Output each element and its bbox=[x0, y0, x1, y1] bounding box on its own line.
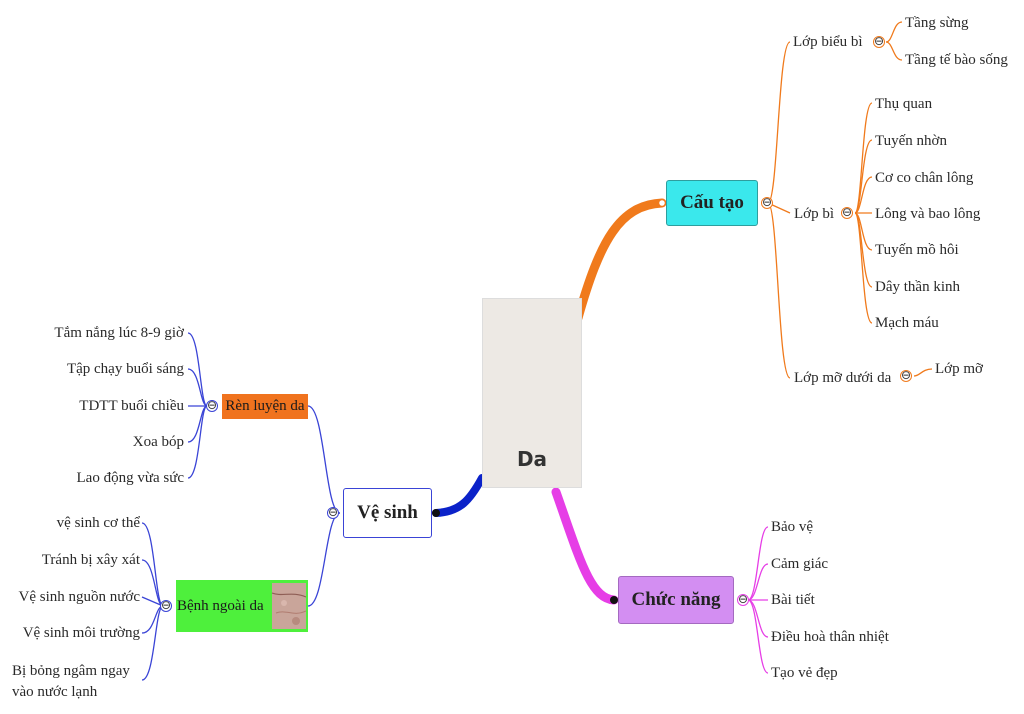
collapse-icon[interactable]: ⊖ bbox=[737, 592, 749, 606]
node-cau-tao-label: Cấu tạo bbox=[680, 192, 744, 213]
node-benh-ngoai-da[interactable]: Bệnh ngoài da bbox=[176, 580, 308, 632]
branch-chuc-nang-connector bbox=[551, 487, 619, 605]
collapse-icon[interactable]: ⊖ bbox=[873, 34, 885, 48]
leaf-tap-chay: Tập chạy buổi sáng bbox=[66, 361, 184, 377]
skin-disease-thumbnail bbox=[272, 583, 306, 629]
leaf-tao-ve-dep: Tạo vẻ đẹp bbox=[771, 665, 838, 681]
node-chuc-nang[interactable]: Chức năng bbox=[618, 576, 734, 624]
leaf-tang-te-bao-song: Tầng tế bào sống bbox=[905, 52, 1008, 68]
leaf-xoa-bop: Xoa bóp bbox=[132, 434, 184, 450]
branch-ve-sinh-connector bbox=[432, 474, 486, 517]
node-ren-luyen-da[interactable]: Rèn luyện da bbox=[222, 394, 308, 419]
collapse-icon[interactable]: ⊖ bbox=[900, 368, 912, 382]
leaf-bao-ve: Bảo vệ bbox=[771, 519, 814, 535]
node-cau-tao[interactable]: Cấu tạo bbox=[666, 180, 758, 226]
leaf-tdtt: TDTT buổi chiều bbox=[79, 398, 184, 414]
leaf-tuyen-mo-hoi: Tuyến mồ hôi bbox=[875, 242, 959, 258]
leaf-tranh-bi-xay-xat: Tránh bị xây xát bbox=[41, 552, 140, 568]
collapse-icon[interactable]: ⊖ bbox=[206, 398, 218, 412]
leaf-cam-giac: Cảm giác bbox=[771, 556, 829, 572]
node-lop-mo-duoi-da[interactable]: Lớp mỡ dưới da bbox=[794, 370, 892, 386]
node-ren-luyen-da-label: Rèn luyện da bbox=[225, 398, 305, 414]
leaf-ve-sinh-co-the: vệ sinh cơ thể bbox=[56, 515, 140, 531]
leaf-lao-dong: Lao động vừa sức bbox=[76, 470, 184, 486]
leaf-thu-quan: Thụ quan bbox=[875, 96, 933, 112]
node-lop-bieu-bi[interactable]: Lớp biểu bì bbox=[793, 34, 863, 50]
leaf-co-co-chan-long: Cơ co chân lông bbox=[875, 170, 974, 186]
leaf-bi-bong-line2: vào nước lạnh bbox=[12, 684, 98, 700]
node-lop-bi[interactable]: Lớp bì bbox=[794, 206, 835, 222]
ve-sinh-dot bbox=[432, 509, 440, 517]
leaf-long-va-bao-long: Lông và bao lông bbox=[875, 206, 981, 222]
leaf-bi-bong-line1: Bị bỏng ngâm ngay bbox=[12, 663, 130, 679]
node-chuc-nang-label: Chức năng bbox=[631, 589, 721, 610]
chuc-nang-dot bbox=[610, 596, 618, 604]
node-benh-ngoai-da-label: Bệnh ngoài da bbox=[177, 597, 264, 614]
center-label: Da bbox=[516, 447, 548, 471]
node-ve-sinh[interactable]: Vệ sinh bbox=[343, 488, 432, 538]
leaf-ve-sinh-moi-truong: Vệ sinh môi trường bbox=[22, 625, 140, 641]
center-node[interactable]: Da bbox=[482, 298, 582, 488]
collapse-icon[interactable]: ⊖ bbox=[761, 195, 773, 209]
collapse-icon[interactable]: ⊖ bbox=[160, 598, 172, 612]
leaf-day-than-kinh: Dây thần kinh bbox=[875, 279, 960, 295]
branch-cau-tao-connector bbox=[573, 198, 667, 323]
leaf-tang-sung: Tầng sừng bbox=[905, 15, 969, 31]
leaf-tam-nang: Tắm nắng lúc 8-9 giờ bbox=[54, 325, 184, 341]
leaf-tuyen-nhon: Tuyến nhờn bbox=[875, 133, 947, 149]
node-ve-sinh-label: Vệ sinh bbox=[357, 502, 418, 523]
leaf-ve-sinh-nguon-nuoc: Vệ sinh nguồn nước bbox=[18, 589, 140, 605]
cau-tao-dot bbox=[657, 198, 667, 208]
collapse-icon[interactable]: ⊖ bbox=[327, 505, 339, 519]
collapse-icon[interactable]: ⊖ bbox=[841, 205, 853, 219]
leaf-bai-tiet: Bài tiết bbox=[771, 592, 815, 608]
leaf-lop-mo: Lớp mỡ bbox=[935, 361, 983, 377]
leaf-dieu-hoa-than-nhiet: Điều hoà thân nhiệt bbox=[771, 629, 889, 645]
leaf-mach-mau: Mạch máu bbox=[875, 315, 939, 331]
